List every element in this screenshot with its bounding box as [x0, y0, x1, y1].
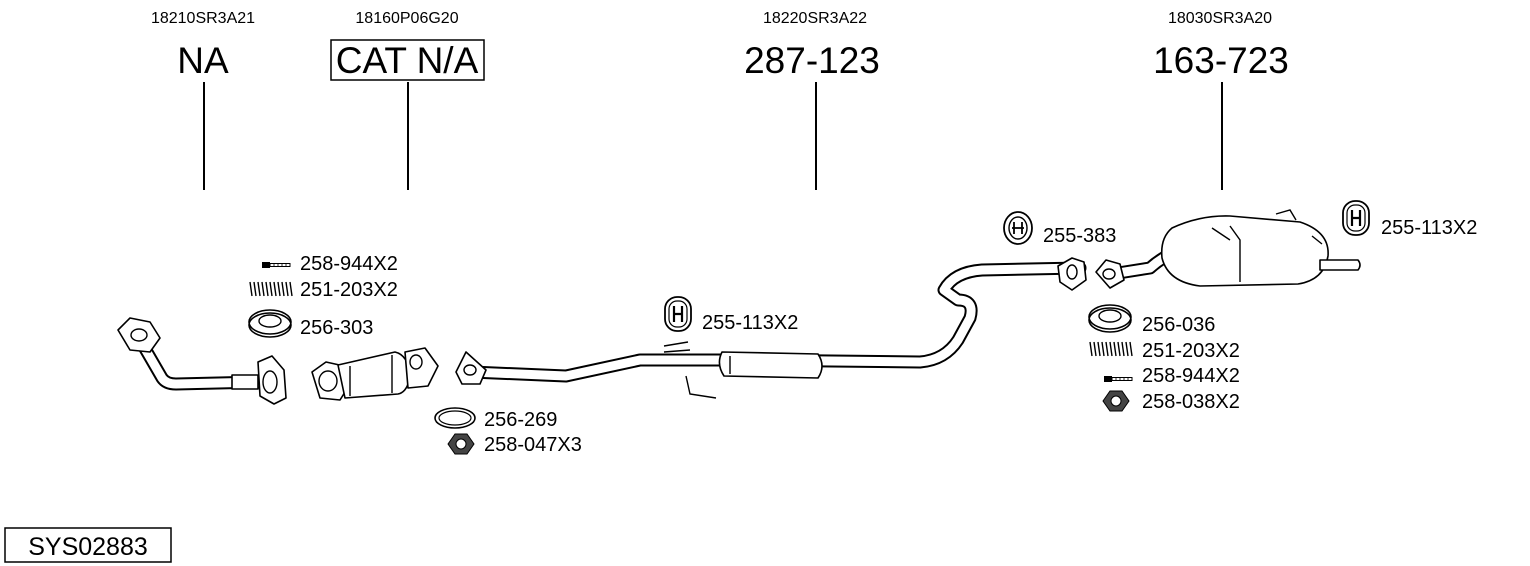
part-number-rear-muffler: 163-723: [1153, 40, 1289, 81]
gasket-right-icon: [1088, 304, 1132, 333]
system-id-frame: [4, 527, 172, 563]
nut-right-icon: [1102, 390, 1130, 412]
part-spring-left: 251-203X2: [300, 279, 398, 301]
part-nut-right: 258-038X2: [1142, 391, 1240, 413]
part-bolt-right: 258-944X2: [1142, 365, 1240, 387]
oem-number-center-pipe: 18220SR3A22: [763, 10, 867, 27]
oem-number-catalyst: 18160P06G20: [355, 10, 458, 27]
part-number-center-pipe: 287-123: [744, 40, 880, 81]
part-number-front-pipe: NA: [177, 40, 229, 81]
rear-muffler-drawing: [1095, 209, 1361, 289]
part-gasket-left: 256-303: [300, 317, 373, 339]
catalyst-label-frame: [330, 39, 485, 81]
hanger-mid-icon: [663, 295, 693, 333]
bolt-right-icon: [1103, 375, 1133, 383]
part-hanger-ring: 255-383: [1043, 225, 1116, 247]
gasket-left-icon: [248, 309, 292, 338]
hanger-ring-icon: [1003, 211, 1033, 245]
spring-right-icon: [1089, 341, 1133, 357]
part-number-catalyst: CAT N/A: [336, 40, 479, 81]
center-pipe-drawing: [455, 257, 1087, 399]
part-nut-mid: 258-047X3: [484, 434, 582, 456]
part-hanger-mid: 255-113X2: [702, 312, 798, 334]
catalytic-converter-drawing: [311, 347, 439, 401]
part-spring-right: 251-203X2: [1142, 340, 1240, 362]
spring-left-icon: [249, 281, 293, 297]
front-pipe-drawing: [117, 317, 287, 405]
oem-number-front-pipe: 18210SR3A21: [151, 10, 255, 27]
part-ring-gasket: 256-269: [484, 409, 557, 431]
system-id: SYS02883: [28, 533, 148, 561]
bolt-left-icon: [261, 261, 291, 269]
nut-mid-icon: [447, 433, 475, 455]
hanger-right-icon: [1341, 199, 1371, 237]
part-gasket-right: 256-036: [1142, 314, 1215, 336]
part-bolt-left: 258-944X2: [300, 253, 398, 275]
oem-number-rear-muffler: 18030SR3A20: [1168, 10, 1272, 27]
part-hanger-right: 255-113X2: [1381, 217, 1477, 239]
